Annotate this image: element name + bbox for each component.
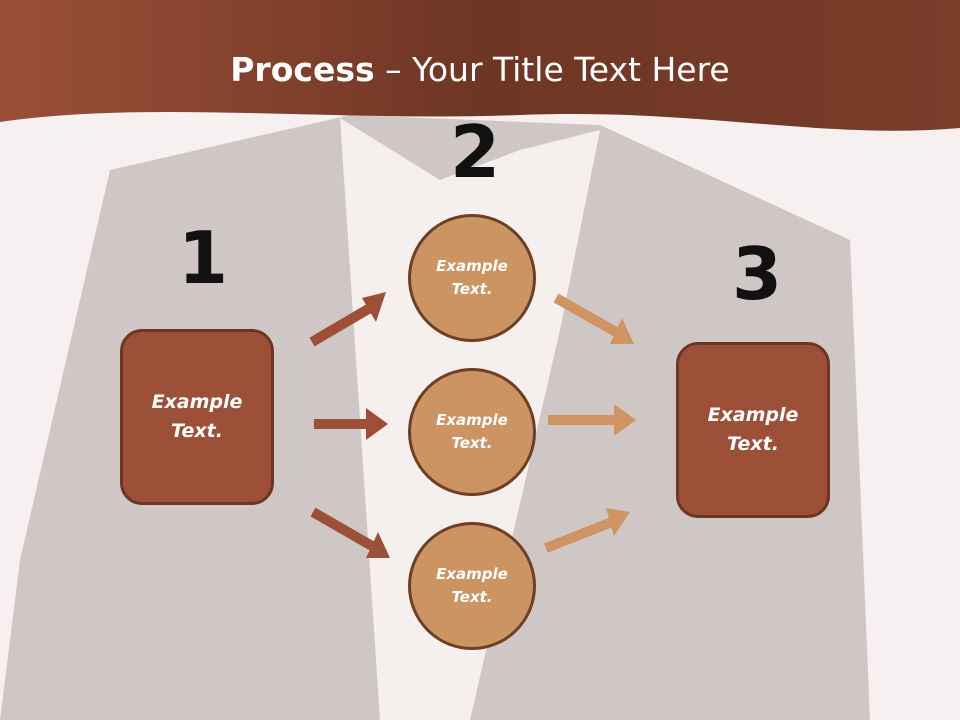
title-rest: – Your Title Text Here — [374, 50, 730, 89]
step-number-2: 2 — [450, 110, 501, 194]
circle-bottom-line1: Example — [436, 565, 508, 583]
arrow-to-bottom — [310, 507, 390, 558]
circle-middle: Example Text. — [408, 368, 536, 496]
left-box: Example Text. — [120, 329, 274, 505]
arrow-from-middle — [548, 404, 636, 436]
right-box: Example Text. — [676, 342, 830, 518]
page-title: Process – Your Title Text Here — [0, 50, 960, 89]
right-box-line2: Text. — [727, 433, 779, 455]
step-number-1: 1 — [178, 216, 229, 300]
circle-top-line2: Text. — [451, 280, 493, 298]
right-box-line1: Example — [707, 404, 799, 426]
circle-bottom-line2: Text. — [451, 588, 493, 606]
circle-middle-line1: Example — [436, 411, 508, 429]
left-box-line2: Text. — [171, 420, 223, 442]
circle-top: Example Text. — [408, 214, 536, 342]
title-bold: Process — [230, 50, 375, 89]
arrow-from-top — [553, 293, 634, 344]
title-banner — [0, 0, 960, 131]
circle-middle-line2: Text. — [451, 434, 493, 452]
arrow-to-middle — [314, 408, 388, 440]
left-box-line1: Example — [151, 391, 243, 413]
arrow-from-bottom — [544, 508, 630, 553]
arrow-to-top — [309, 292, 386, 347]
circle-bottom: Example Text. — [408, 522, 536, 650]
step-number-3: 3 — [732, 232, 783, 316]
circle-top-line1: Example — [436, 257, 508, 275]
